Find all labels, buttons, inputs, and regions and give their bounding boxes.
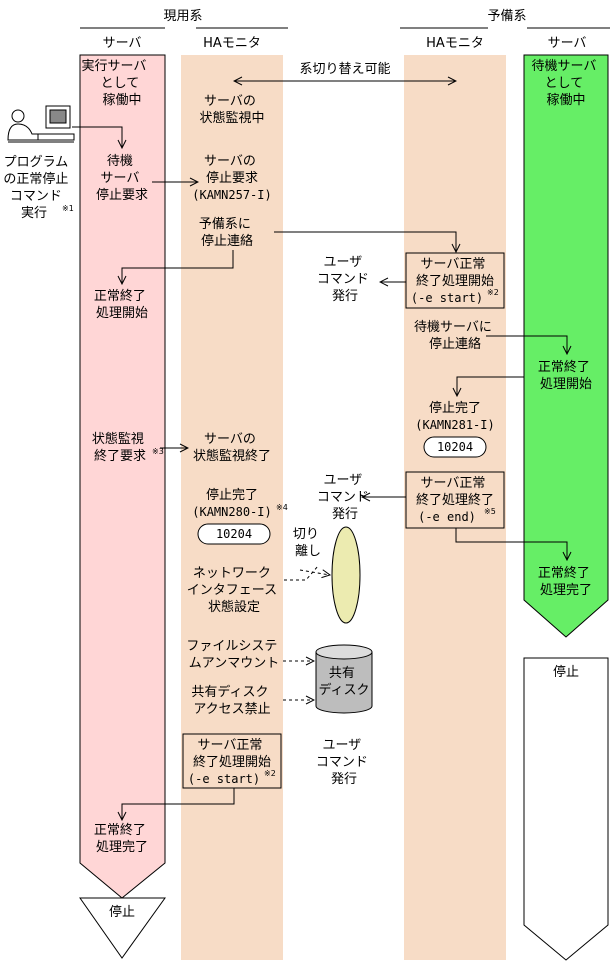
column-header-standby-ha: HAモニタ — [426, 36, 484, 51]
standby-server-lane — [523, 54, 609, 638]
standby-complete-arrow — [455, 528, 567, 560]
standby-ha-user-command-1: ユーザ コマンド 発行 — [317, 255, 373, 304]
note-2-active: ※2 — [264, 769, 276, 778]
active-ha-network-setting: ネットワーク インタフェース 状態設定 — [187, 566, 282, 615]
active-ha-message-kamn280: (KAMN280-I) — [192, 505, 271, 519]
active-ha-user-command: ユーザ コマンド 発行 — [316, 738, 372, 787]
note-4: ※4 — [276, 503, 288, 512]
standby-ha-user-command-2: ユーザ コマンド 発行 — [317, 473, 373, 522]
standby-ha-box1-text: サーバ正常 終了処理開始 — [416, 257, 494, 289]
active-ha-notify-standby: 予備系に 停止連絡 — [199, 216, 255, 249]
column-header-active-ha: HAモニタ — [203, 36, 261, 51]
note-5: ※5 — [484, 507, 496, 516]
active-ha-stop-complete: 停止完了 — [206, 487, 258, 503]
active-ha-monitor-end: サーバの 状態監視終了 — [193, 432, 271, 464]
standby-ha-message-kamn281: (KAMN281-I) — [415, 418, 494, 432]
network-setting-dash — [284, 565, 319, 581]
standby-server-stopped-label: 停止 — [553, 664, 579, 680]
standby-ha-stop-complete: 停止完了 — [429, 400, 481, 416]
standby-server-status: 待機サーバ として 稼働中 — [531, 59, 600, 108]
active-ha-lane — [181, 55, 283, 960]
active-server-status: 実行サーバ として 稼働中 — [81, 58, 150, 108]
standby-ha-box1-param: (-e start) — [411, 291, 483, 305]
standby-server-stopped-lane — [523, 657, 609, 961]
active-ha-disk-prohibit: 共有ディスク アクセス禁止 — [191, 684, 272, 717]
active-ha-fs-unmount: ファイルシステ ムアンマウント — [186, 639, 281, 671]
active-ha-normal-shutdown-box — [182, 733, 282, 789]
active-server-stopped-label: 停止 — [109, 904, 135, 920]
active-ha-code: 10204 — [216, 527, 252, 541]
active-server-stopped-lane — [79, 897, 166, 959]
notify-standby-arrow — [274, 231, 456, 252]
header-active-system: 現用系 — [163, 9, 202, 24]
standby-ha-box2-param: (-e end) — [418, 510, 476, 524]
note-1: ※1 — [62, 204, 74, 213]
standby-stop-complete-arrow — [457, 376, 524, 396]
user-command-label: プログラム の正常停止 コマンド 実行 — [3, 155, 72, 221]
active-ha-message-kamn257: (KAMN257-I) — [192, 188, 271, 202]
active-server-step-stop-request: 待機 サーバ 停止要求 — [96, 154, 148, 203]
shutdown-complete-arrow — [122, 788, 235, 820]
standby-ha-notify-server: 待機サーバに 停止連絡 — [414, 320, 496, 352]
standby-ha-box2-text: サーバ正常 終了処理終了 — [416, 476, 494, 508]
header-standby-system: 予備系 — [487, 8, 526, 24]
standby-ha-code: 10204 — [437, 440, 473, 454]
network-interface-shape — [331, 526, 361, 624]
standby-server-shutdown-complete: 正常終了 処理完了 — [538, 565, 594, 598]
standby-ha-normal-shutdown-end-box — [405, 471, 505, 529]
shared-disk-icon — [315, 644, 373, 714]
shared-disk-label: 共有 ディスク — [318, 666, 369, 698]
note-3: ※3 — [152, 447, 164, 456]
active-server-step-monitor-end-request: 状態監視 終了要求 — [92, 431, 148, 464]
active-server-step-shutdown-complete: 正常終了 処理完了 — [94, 822, 150, 855]
note-2-standby: ※2 — [487, 288, 499, 297]
detach-label: 切り 離し — [293, 527, 323, 559]
standby-ha-code-badge — [423, 436, 487, 458]
active-ha-code-badge — [197, 523, 271, 545]
notify-server-arrow — [486, 335, 567, 354]
person-at-computer-icon — [7, 105, 75, 143]
standby-ha-normal-shutdown-start-box — [405, 252, 505, 309]
active-ha-stop-request: サーバの 停止要求 — [204, 154, 260, 186]
shutdown-start-arrow — [122, 250, 234, 284]
detach-arrow — [299, 570, 330, 575]
active-ha-box-param: (-e start) — [188, 772, 260, 786]
switchable-label: 系切り替え可能 — [299, 62, 390, 77]
active-server-lane — [79, 54, 166, 899]
active-ha-monitoring: サーバの 状態監視中 — [199, 94, 264, 126]
standby-server-shutdown-start: 正常終了 処理開始 — [538, 359, 594, 392]
active-server-step-shutdown-start: 正常終了 処理開始 — [94, 288, 150, 321]
column-header-active-server: サーバ — [103, 36, 142, 51]
user-to-server-arrow — [72, 126, 122, 148]
column-header-standby-server: サーバ — [548, 36, 587, 51]
active-ha-box-text: サーバ正常 終了処理開始 — [193, 738, 271, 770]
